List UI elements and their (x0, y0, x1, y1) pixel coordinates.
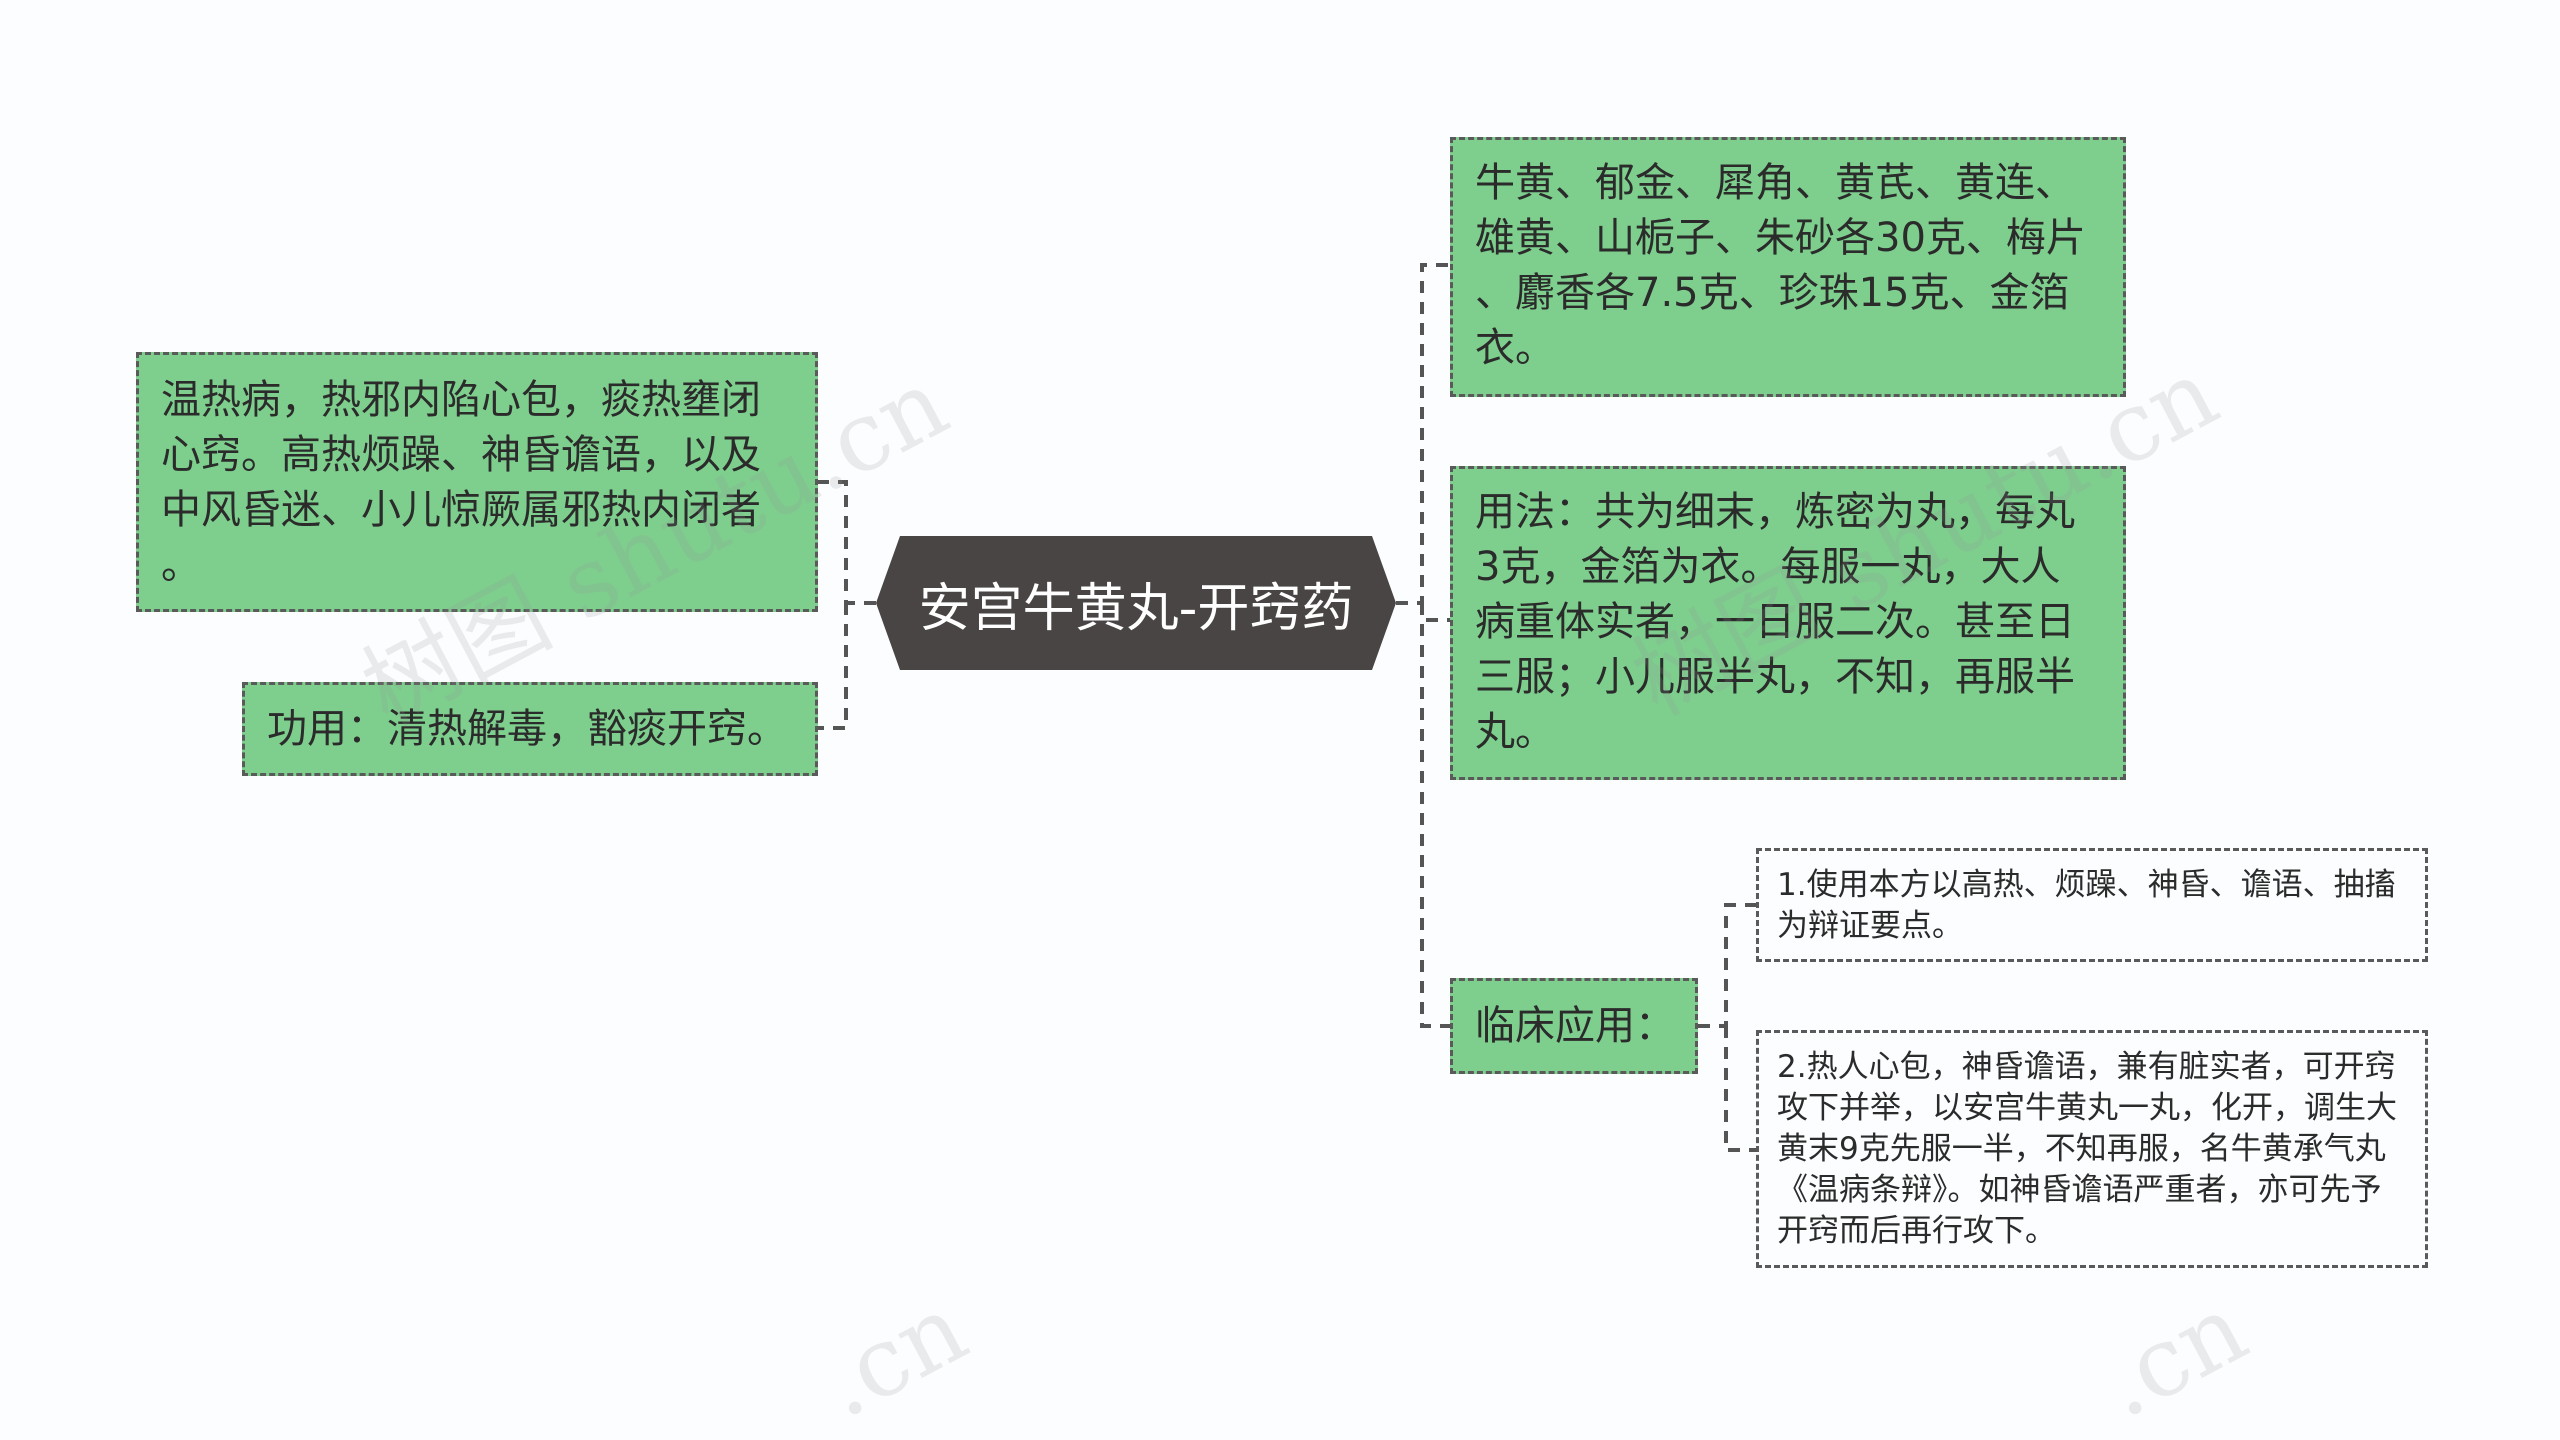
sub-node-clinical-2[interactable]: 2.热人心包，神昏谵语，兼有脏实者，可开窍 攻下并举，以安宫牛黄丸一丸，化开，调… (1756, 1030, 2428, 1268)
text-line: 牛黄、郁金、犀角、黄芪、黄连、 (1475, 160, 2075, 206)
text-line: 《温病条辩》。如神昏谵语严重者，亦可先予 (1777, 1172, 2382, 1208)
text-line: 丸。 (1475, 709, 1555, 755)
text-line: 用法：共为细末，炼密为丸，每丸 (1475, 489, 2075, 535)
left-node-function[interactable]: 功用：清热解毒，豁痰开窍。 (242, 682, 818, 776)
connector-sub-2 (1724, 1026, 1756, 1152)
text-line: 攻下并举，以安宫牛黄丸一丸，化开，调生大 (1777, 1090, 2397, 1126)
connector-lines (818, 263, 1756, 1152)
mindmap-canvas: 安宫牛黄丸-开窍药 温热病，热邪内陷心包，痰热壅闭 心窍。高热烦躁、神昏谵语，以… (136, 137, 2428, 1440)
text-line: 心窍。高热烦躁、神昏谵语，以及 (161, 432, 761, 478)
connector-right-3 (1420, 603, 1450, 1028)
text-line: 2.热人心包，神昏谵语，兼有脏实者，可开窍 (1777, 1049, 2396, 1085)
sub-node-clinical-1[interactable]: 1.使用本方以高热、烦躁、神昏、谵语、抽搐 为辩证要点。 (1756, 848, 2428, 962)
root-shape (876, 536, 1396, 670)
text-line: 、麝香各7.5克、珍珠15克、金箔 (1475, 270, 2070, 316)
text-line: 三服；小儿服半丸，不知，再服半 (1475, 654, 2075, 700)
root-label: 安宫牛黄丸-开窍药 (918, 578, 1354, 639)
text-line: 1.使用本方以高热、烦躁、神昏、谵语、抽搐 (1777, 867, 2396, 903)
text-line: 功用：清热解毒，豁痰开窍。 (267, 706, 787, 752)
connector-right-2 (1420, 603, 1450, 622)
text-line: 为辩证要点。 (1777, 908, 1963, 944)
left-node-indication[interactable]: 温热病，热邪内陷心包，痰热壅闭 心窍。高热烦躁、神昏谵语，以及 中风昏迷、小儿惊… (136, 352, 818, 612)
text-line: 病重体实者，一日服二次。甚至日 (1475, 599, 2075, 645)
connector-right-1 (1396, 263, 1450, 605)
connector-left-1 (818, 480, 876, 605)
text-line: 雄黄、山栀子、朱砂各30克、梅片 (1475, 215, 2086, 261)
text-line: 衣。 (1475, 325, 1555, 371)
root-node[interactable]: 安宫牛黄丸-开窍药 (876, 536, 1396, 670)
right-node-usage[interactable]: 用法：共为细末，炼密为丸，每丸 3克，金箔为衣。每服一丸，大人 病重体实者，一日… (1450, 466, 2126, 780)
right-node-ingredients[interactable]: 牛黄、郁金、犀角、黄芪、黄连、 雄黄、山栀子、朱砂各30克、梅片 、麝香各7.5… (1450, 137, 2126, 397)
text-line: 。 (161, 542, 201, 588)
text-line: 3克，金箔为衣。每服一丸，大人 (1475, 544, 2061, 590)
connector-left-2 (818, 603, 848, 730)
text-line: 温热病，热邪内陷心包，痰热壅闭 (161, 377, 761, 423)
right-node-clinical[interactable]: 临床应用： (1450, 978, 1698, 1074)
text-line: 黄末9克先服一半，不知再服，名牛黄承气丸 (1777, 1131, 2386, 1167)
text-line: 中风昏迷、小儿惊厥属邪热内闭者 (161, 487, 761, 533)
text-line: 开窍而后再行攻下。 (1777, 1213, 2056, 1249)
connector-sub-1 (1698, 903, 1756, 1028)
text-line: 临床应用： (1475, 1003, 1675, 1049)
